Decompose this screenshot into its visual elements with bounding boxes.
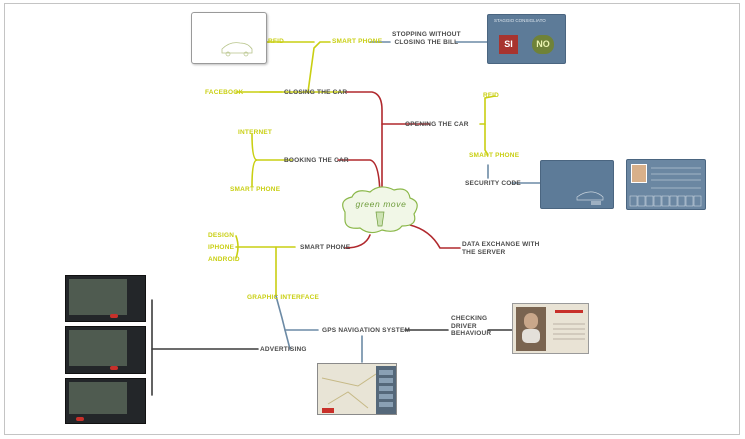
node-internet: INTERNET [238,129,273,136]
connector-data-exchange [409,224,461,249]
app-screenshot-1 [65,275,146,322]
id-card-keypad-image [626,159,706,210]
app-screen-content [69,382,127,414]
node-smart-phone-right: SMART PHONE [469,152,520,159]
node-smart-phone-left: SMART PHONE [300,244,351,251]
connector-advertising [284,329,291,350]
connector-closing-smartphone [307,41,331,93]
connector-gps [275,295,319,331]
node-smart-phone-booking: SMART PHONE [230,186,281,193]
node-advertising: ADVERTISING [260,346,307,353]
security-screen-image [540,160,614,209]
node-closing-the-car: CLOSING THE CAR [284,89,348,96]
node-stopping-without-closing: STOPPING WITHOUT CLOSING THE BILL [392,31,461,46]
node-gps-navigation: GPS NAVIGATION SYSTEM [322,327,411,334]
connector-design-branches [235,235,239,259]
avatar [631,164,647,183]
gps-map-image [317,363,397,415]
si-button[interactable]: SI [499,35,518,54]
text-lines-icon [553,323,585,340]
app-screen-content [69,279,127,315]
portrait-face [524,313,538,329]
brand-badge [76,417,84,421]
app-screen-content [69,330,127,366]
map-icon [321,366,396,414]
stopping-dialog: STAGGIO CONSIGLIATO SI NO [487,14,566,64]
brand-badge [110,366,118,370]
node-android: ANDROID [208,256,240,263]
driver-behaviour-image [512,303,589,354]
brand-badge [110,314,118,318]
car-icon [221,42,253,57]
node-booking-the-car: BOOKING THE CAR [284,157,349,164]
node-facebook: FACEBOOK [205,89,244,96]
connector-opening-rfid [479,95,496,125]
node-security-code: SECURITY CODE [465,180,521,187]
rfid-card-image [191,12,267,64]
node-checking-driver-behaviour: CHECKING DRIVER BEHAVIOUR [451,315,492,337]
keypad-icon [629,167,702,207]
portrait-beard [522,329,540,343]
no-button[interactable]: NO [532,35,554,54]
connector-smartphone-center [344,234,371,249]
node-opening-the-car: OPENING THE CAR [405,121,469,128]
connector-booking-branches [251,133,258,187]
portrait [516,307,546,351]
node-smart-phone-top: SMART PHONE [332,38,383,45]
node-graphic-interface: GRAPHIC INTERFACE [247,294,320,301]
connector-opening-smartphone [484,123,489,156]
app-screenshot-3 [65,378,146,424]
connector-closing-center [344,91,383,206]
dialog-title: STAGGIO CONSIGLIATO [494,18,546,23]
node-rfid-top: RFID [268,38,284,45]
node-design: DESIGN [208,232,235,239]
green-move-cloud [342,186,418,234]
node-data-exchange: DATA EXCHANGE WITH THE SERVER [462,241,540,256]
app-screenshot-2 [65,326,146,374]
car-icon [576,191,604,205]
brand-badge [555,310,583,313]
green-move-logo: green move [355,199,407,209]
node-rfid-right: RFID [483,92,499,99]
node-iphone: IPHONE [208,244,235,251]
